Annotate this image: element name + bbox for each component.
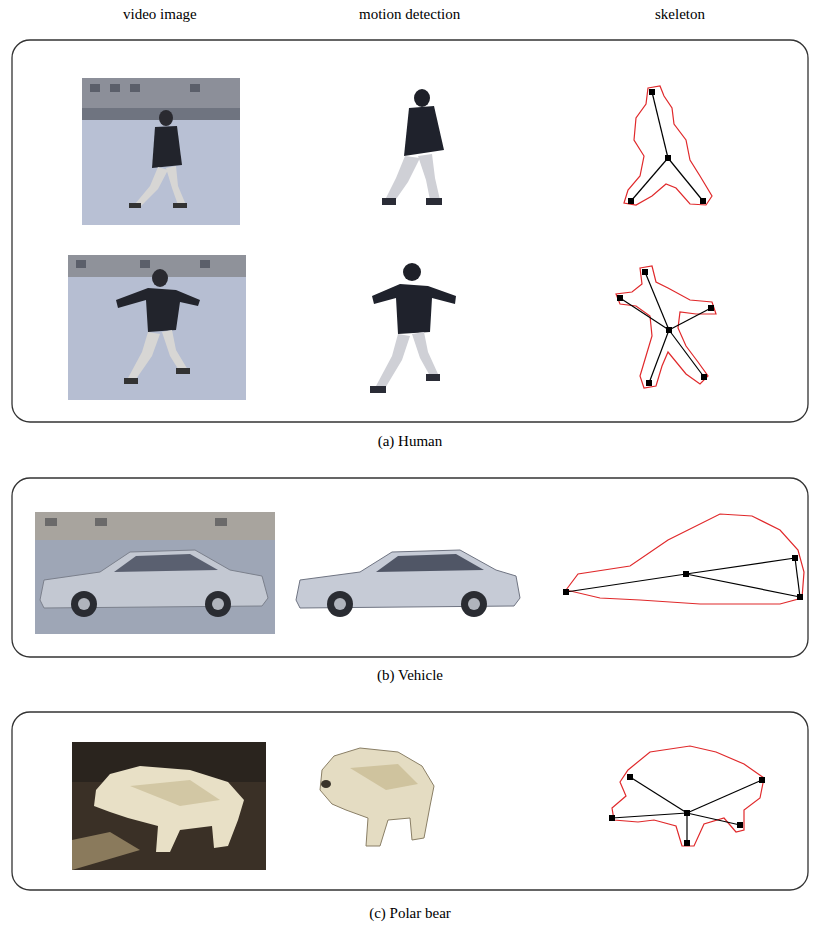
column-header: skeleton (655, 6, 705, 23)
figure-panel: (c) Polar bear (12, 712, 808, 922)
panel-caption: (a) Human (12, 433, 808, 450)
panel-outline (12, 712, 808, 890)
panel-outline (12, 40, 808, 422)
video-frame (68, 255, 246, 400)
motion-silhouette (320, 748, 434, 846)
figure-panel: (b) Vehicle (12, 478, 808, 684)
panel-caption: (b) Vehicle (12, 667, 808, 684)
skeleton-figure (563, 514, 804, 604)
column-header: motion detection (359, 6, 460, 23)
panel-outline (12, 478, 808, 657)
column-header: video image (123, 6, 197, 23)
video-frame (35, 512, 275, 634)
skeleton-figure (616, 266, 716, 388)
motion-silhouette (370, 263, 456, 393)
panel-caption: (c) Polar bear (12, 905, 808, 922)
video-frame (72, 742, 266, 870)
motion-silhouette (382, 89, 444, 205)
skeleton-figure (609, 746, 765, 846)
motion-silhouette (296, 550, 520, 617)
figure-panel: (a) Human (12, 40, 808, 450)
skeleton-figure (624, 86, 712, 205)
video-frame (82, 78, 240, 225)
